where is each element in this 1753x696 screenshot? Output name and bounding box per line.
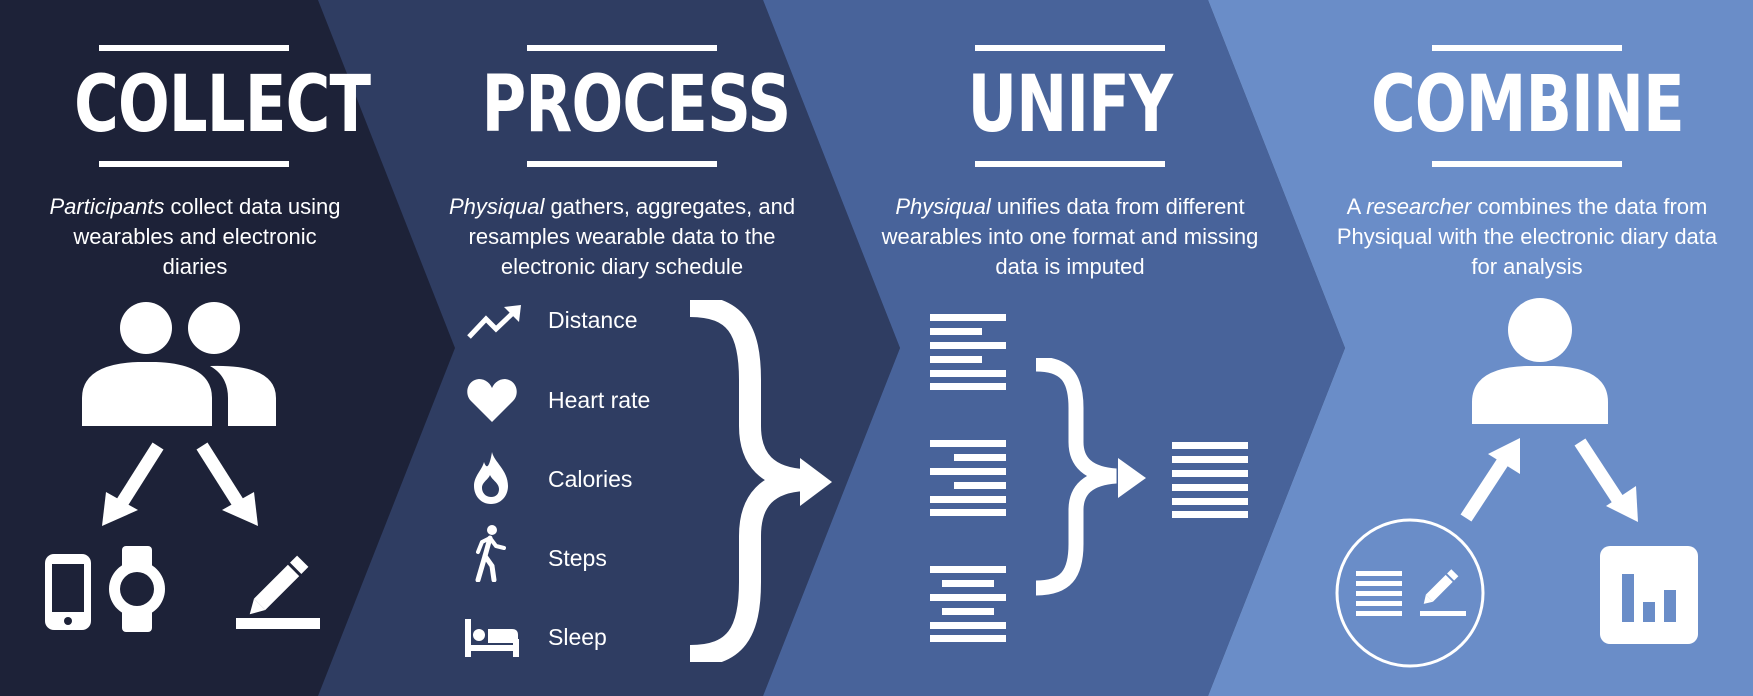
metric-label-calories: Calories [548, 466, 633, 492]
collect-rule-bottom [99, 161, 289, 167]
collect-desc-text: collect data using wearables and electro… [73, 194, 341, 279]
combine-rule-bottom [1432, 161, 1622, 167]
collect-rule-top [99, 45, 289, 51]
collect-title: COLLECT [74, 60, 371, 150]
process-desc-text: gathers, aggregates, and resamples weara… [468, 194, 796, 279]
participants-icon [82, 302, 276, 426]
unify-desc-emphasis: Physiqual [895, 194, 991, 219]
unify-title: UNIFY [967, 60, 1173, 150]
data-list-icon [930, 314, 1006, 390]
brace-merge-icon [689, 300, 832, 662]
unify-desc-text: unifies data from different wearables in… [881, 194, 1259, 279]
trending-up-icon [467, 305, 521, 339]
arrow-up-right-icon [1460, 438, 1520, 522]
combine-description: A researcher combines the data from Phys… [1327, 192, 1727, 282]
smartphone-icon [45, 554, 91, 630]
process-rule-bottom [527, 161, 717, 167]
heart-icon [467, 379, 517, 422]
process-rule-top [527, 45, 717, 51]
smartwatch-icon [109, 546, 165, 632]
bed-icon [465, 619, 519, 657]
arrow-down-right-icon [1574, 438, 1638, 522]
combined-data-icon [1335, 518, 1485, 668]
combine-desc-text: combines the data from Physiqual with th… [1336, 194, 1718, 279]
walking-person-icon [475, 525, 506, 582]
diary-pencil-icon [236, 555, 320, 629]
unify-rule-top [975, 45, 1165, 51]
arrow-down-left-icon [102, 442, 164, 526]
researcher-icon [1472, 298, 1608, 424]
collect-description: Participants collect data using wearable… [40, 192, 350, 282]
unified-list-icon [1172, 442, 1248, 518]
unify-description: Physiqual unifies data from different we… [860, 192, 1280, 282]
combine-title: COMBINE [1371, 60, 1685, 150]
unify-panel-bg [763, 0, 1345, 696]
bar-chart-icon [1600, 546, 1698, 644]
process-title: PROCESS [481, 60, 792, 150]
metric-label-distance: Distance [548, 307, 638, 333]
process-description: Physiqual gathers, aggregates, and resam… [442, 192, 802, 282]
combine-desc-prefix: A [1346, 194, 1367, 219]
combine-desc-emphasis: researcher [1366, 194, 1472, 219]
collect-desc-emphasis: Participants [49, 194, 165, 219]
unify-rule-bottom [975, 161, 1165, 167]
flame-icon [474, 452, 508, 504]
arrow-down-right-icon [196, 442, 258, 526]
metric-label-steps: Steps [548, 545, 607, 571]
metric-label-sleep: Sleep [548, 624, 607, 650]
data-list-icon [930, 440, 1006, 516]
metric-label-heart-rate: Heart rate [548, 387, 651, 413]
brace-merge-icon [1035, 358, 1146, 596]
combine-panel-bg [1208, 0, 1753, 696]
combine-rule-top [1432, 45, 1622, 51]
data-list-icon [930, 566, 1006, 642]
process-desc-emphasis: Physiqual [448, 194, 545, 219]
